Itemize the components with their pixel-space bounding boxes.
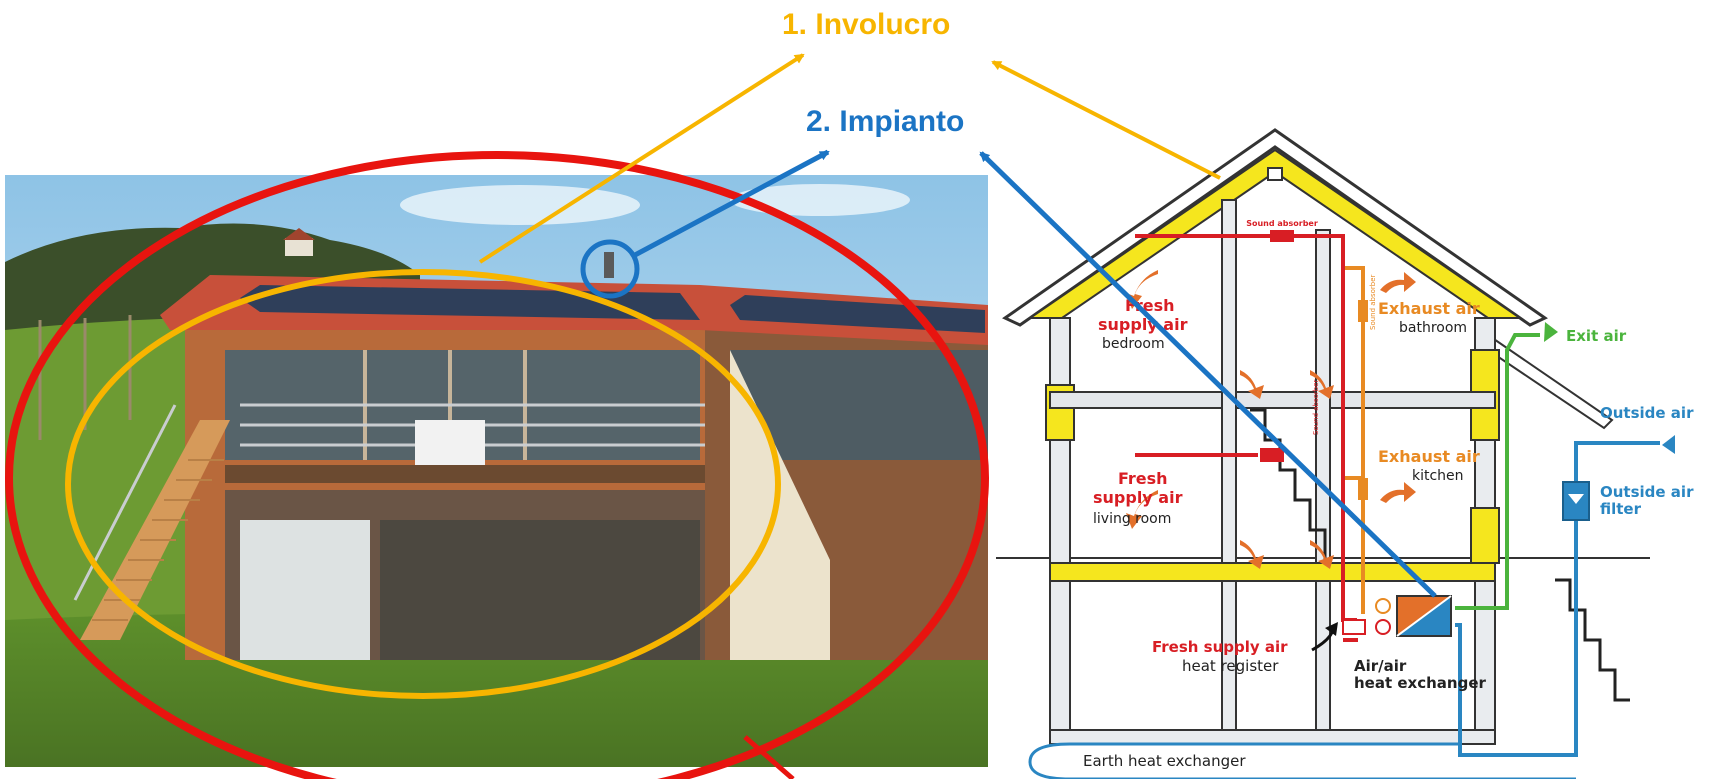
impianto-arrow-right bbox=[979, 151, 1437, 598]
fresh-living-line1: Fresh bbox=[1118, 469, 1168, 488]
exhaust-kitchen-line2: kitchen bbox=[1412, 468, 1464, 484]
impianto-arrow-left bbox=[633, 149, 830, 258]
exhaust-bathroom-line1: Exhaust air bbox=[1378, 299, 1480, 318]
exhaust-bathroom-line2: bathroom bbox=[1399, 320, 1467, 336]
heat-register-line1: Fresh supply air bbox=[1152, 638, 1288, 656]
sound-absorber-top-label: Sound absorber bbox=[1246, 219, 1318, 228]
fresh-bedroom-line3: bedroom bbox=[1102, 336, 1165, 352]
outside-air-label: Outside air bbox=[1600, 404, 1694, 422]
exhaust-kitchen-line1: Exhaust air bbox=[1378, 447, 1480, 466]
outside-air-filter-line2: filter bbox=[1600, 500, 1642, 518]
fresh-living-line2: supply air bbox=[1093, 488, 1183, 507]
system-arrow bbox=[743, 735, 795, 779]
fresh-living-line3: living room bbox=[1093, 511, 1171, 527]
house-photo bbox=[5, 175, 988, 767]
earth-heat-exchanger-label: Earth heat exchanger bbox=[1083, 752, 1246, 770]
plant-circle bbox=[580, 239, 640, 299]
sound-absorber-vertical-label-2: Sound absorber bbox=[1369, 274, 1377, 330]
involucro-arrow-left bbox=[478, 53, 805, 264]
heat-exchanger-line2: heat exchanger bbox=[1354, 674, 1486, 692]
heat-register-line2: heat register bbox=[1182, 657, 1279, 675]
ventilation-schematic: Sound absorber Fresh supply air bedroom … bbox=[996, 128, 1694, 779]
exit-air-label: Exit air bbox=[1566, 327, 1627, 345]
impianto-label: 2. Impianto bbox=[806, 105, 965, 138]
fresh-bedroom-line1: Fresh bbox=[1125, 296, 1175, 315]
sound-absorber-vertical-label: Sound absorber bbox=[1312, 379, 1320, 435]
envelope-ellipse bbox=[65, 269, 781, 699]
system-ellipse bbox=[5, 151, 989, 779]
involucro-arrow-right bbox=[991, 60, 1221, 180]
annotations bbox=[5, 53, 1437, 779]
involucro-label: 1. Involucro bbox=[782, 8, 951, 41]
outside-air-filter-line1: Outside air bbox=[1600, 483, 1694, 501]
heat-exchanger-line1: Air/air bbox=[1354, 657, 1407, 675]
fresh-bedroom-line2: supply air bbox=[1098, 315, 1188, 334]
